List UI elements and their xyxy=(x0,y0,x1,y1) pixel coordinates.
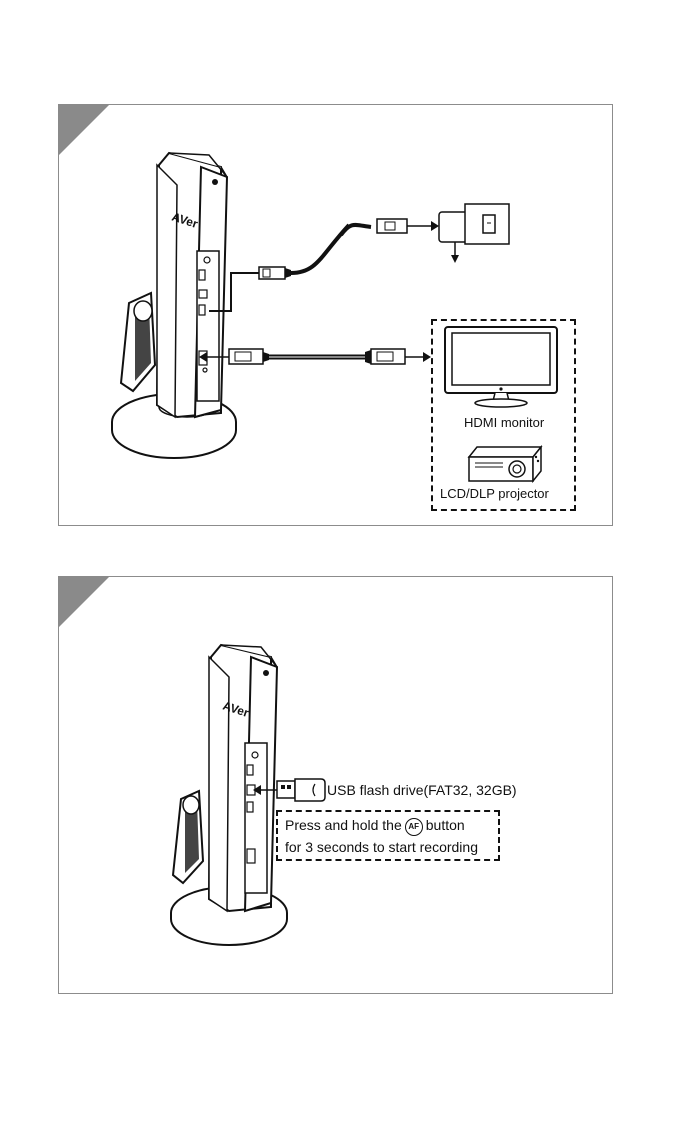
step-panel-connection: AVer xyxy=(58,104,613,526)
af-button-icon: AF xyxy=(405,818,423,836)
camera-arm: AVer xyxy=(157,153,227,417)
usb-power-cable xyxy=(209,219,439,311)
power-adapter xyxy=(439,204,509,263)
camera-clip xyxy=(121,293,155,391)
hdmi-monitor-label: HDMI monitor xyxy=(464,415,544,431)
camera-arm: AVer xyxy=(209,645,277,911)
hdmi-cable xyxy=(199,349,431,364)
instruction-line-2: for 3 seconds to start recording xyxy=(285,839,478,855)
instruction-text-before: Press and hold the xyxy=(285,817,402,833)
step-panel-recording: AVer USB flash drive(FAT32, 32GB) Press xyxy=(58,576,613,994)
projector-label: LCD/DLP projector xyxy=(440,486,549,502)
instruction-text-after: button xyxy=(426,817,465,833)
usb-flash-drive-label: USB flash drive(FAT32, 32GB) xyxy=(327,782,517,798)
camera-clip xyxy=(173,791,203,883)
